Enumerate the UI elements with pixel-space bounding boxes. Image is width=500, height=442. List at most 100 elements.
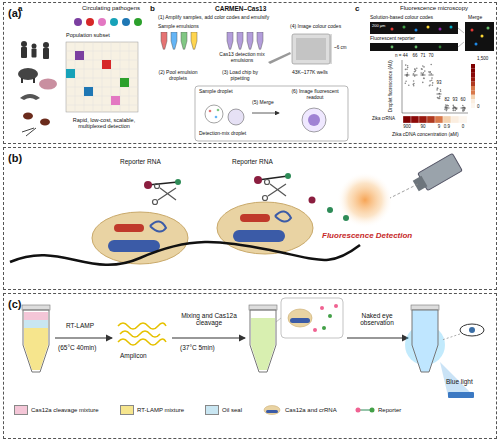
plot-mark bbox=[411, 116, 419, 123]
plot-mark bbox=[407, 65, 409, 67]
plot-mark bbox=[435, 116, 443, 123]
figure-ellipse bbox=[39, 79, 57, 90]
figure-line bbox=[347, 337, 408, 338]
figure-rect bbox=[66, 69, 75, 78]
figure-circle bbox=[337, 172, 393, 228]
figure-path bbox=[118, 339, 166, 345]
figure-label: Circulating pathogens bbox=[82, 5, 140, 12]
dot-plot bbox=[402, 60, 468, 113]
plot-mark bbox=[421, 68, 423, 70]
plot-mark bbox=[437, 88, 439, 90]
plot-mark bbox=[463, 109, 465, 111]
plot-mark bbox=[424, 70, 426, 72]
figure-line bbox=[402, 60, 403, 113]
figure-label: Mixing and Cas12a cleavage bbox=[172, 312, 246, 326]
host-silhouettes bbox=[18, 41, 57, 136]
plot-mark bbox=[471, 64, 475, 68]
plot-mark bbox=[429, 85, 431, 87]
figure-label: Zika cDNA concentration (aM) bbox=[392, 132, 459, 138]
plot-mark bbox=[471, 73, 475, 77]
plot-mark bbox=[407, 72, 409, 74]
chip bbox=[268, 34, 331, 64]
figure-circle bbox=[110, 18, 118, 26]
plot-mark bbox=[453, 105, 455, 107]
figure-label: 82 bbox=[442, 98, 452, 103]
plot-mark bbox=[427, 116, 435, 123]
figure-use bbox=[227, 32, 233, 49]
plot-mark bbox=[405, 83, 407, 85]
figure-label: Blue light bbox=[446, 378, 473, 385]
figure-ellipse bbox=[23, 113, 33, 120]
figure-label: Merge bbox=[468, 15, 482, 21]
plot-mark bbox=[429, 80, 431, 82]
figure-label: 71 bbox=[418, 54, 428, 59]
figure-rect bbox=[84, 87, 93, 96]
plot-mark bbox=[459, 116, 467, 123]
figure-rect bbox=[240, 214, 270, 222]
figure-circle bbox=[209, 110, 212, 113]
plot-mark bbox=[439, 96, 441, 98]
figure-circle bbox=[481, 35, 484, 38]
legend-swatch bbox=[205, 405, 219, 415]
figure-label: Droplet fluorescence (AU) bbox=[389, 60, 394, 112]
figure-line bbox=[390, 184, 418, 198]
figure-path bbox=[23, 310, 49, 372]
plot-mark bbox=[446, 105, 448, 107]
plot-mark bbox=[423, 77, 425, 79]
figure-rect bbox=[120, 78, 129, 87]
figure-label: Cas13 detection mix emulsions bbox=[212, 52, 272, 63]
figure-circle bbox=[98, 18, 106, 26]
plot-mark bbox=[430, 64, 432, 66]
plot-mark bbox=[438, 97, 440, 99]
figure-circle bbox=[343, 215, 349, 221]
figure-rect bbox=[370, 43, 458, 51]
plot-mark bbox=[429, 72, 431, 74]
figure-circle bbox=[471, 29, 474, 32]
plot-mark bbox=[413, 84, 415, 86]
figure-line bbox=[442, 334, 460, 340]
figure-label: Fluorescence microscopy bbox=[400, 5, 468, 12]
figure-label: Amplicon bbox=[120, 352, 147, 359]
figure-path bbox=[331, 34, 332, 64]
figure-label: 93 bbox=[450, 98, 460, 103]
plot-mark bbox=[414, 75, 416, 77]
legend-item: Cas12a and crRNA bbox=[262, 405, 337, 415]
plot-mark bbox=[437, 94, 442, 95]
figure-g bbox=[118, 323, 166, 345]
figure-rect bbox=[22, 305, 50, 310]
plot-mark bbox=[429, 75, 434, 76]
figure-circle bbox=[487, 27, 490, 30]
figure-rect bbox=[465, 22, 494, 51]
figure-circle bbox=[439, 46, 442, 49]
figure-circle bbox=[328, 314, 332, 318]
plot-mark bbox=[471, 104, 475, 108]
figure-label: Rapid, low-cost, scalable, multiplexed d… bbox=[64, 117, 144, 129]
figure-rect bbox=[111, 96, 120, 105]
figure-rect bbox=[370, 22, 458, 34]
plot-mark bbox=[447, 105, 449, 107]
plot-mark bbox=[445, 108, 450, 109]
plot-mark bbox=[428, 71, 430, 73]
panel-label: (c) bbox=[8, 298, 21, 310]
plot-mark bbox=[370, 408, 375, 413]
plot-mark bbox=[431, 77, 433, 79]
figure-circle bbox=[144, 181, 152, 189]
plot-mark bbox=[437, 97, 439, 99]
rtlamp-workflow bbox=[22, 298, 484, 398]
plot-mark bbox=[471, 68, 475, 72]
legend-text: Reporter bbox=[378, 407, 401, 414]
figure-ellipse bbox=[460, 324, 484, 336]
figure-path bbox=[20, 94, 40, 100]
figure-rect bbox=[114, 224, 144, 232]
plot-mark bbox=[414, 71, 416, 73]
legend-swatch bbox=[120, 405, 134, 415]
figure-label: 70 bbox=[426, 54, 436, 59]
figure-circle bbox=[403, 26, 406, 29]
figure-label: Fluorescence Detection bbox=[322, 232, 412, 241]
cas13-illustration bbox=[10, 153, 462, 265]
figure-label: RT-LAMP bbox=[66, 322, 94, 329]
figure-circle bbox=[155, 184, 160, 189]
figure-circle bbox=[217, 109, 220, 112]
